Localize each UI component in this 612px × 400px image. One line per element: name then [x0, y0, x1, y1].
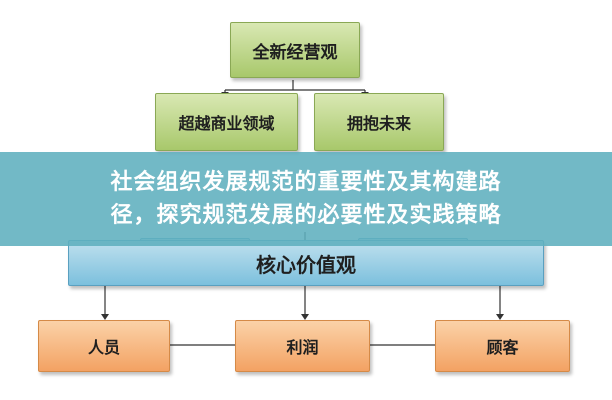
title-banner: 社会组织发展规范的重要性及其构建路 径，探究规范发展的必要性及实践策略 — [0, 152, 612, 246]
banner-title: 社会组织发展规范的重要性及其构建路 径，探究规范发展的必要性及实践策略 — [26, 166, 586, 232]
node-customer-label: 顾客 — [486, 338, 519, 357]
banner-line-1: 社会组织发展规范的重要性及其构建路 — [110, 170, 502, 195]
node-middle-left-label: 超越商业领域 — [178, 114, 275, 133]
node-top-label: 全新经营观 — [252, 42, 338, 63]
node-top: 全新经营观 — [230, 22, 360, 78]
node-customer: 顾客 — [435, 320, 570, 372]
node-core-label: 核心价值观 — [256, 252, 356, 277]
node-people: 人员 — [38, 320, 170, 372]
node-middle-right-label: 拥抱未来 — [346, 114, 411, 133]
node-people-label: 人员 — [87, 338, 120, 357]
node-core: 核心价值观 — [68, 240, 544, 286]
node-middle-left: 超越商业领域 — [155, 93, 298, 151]
node-middle-right: 拥抱未来 — [314, 93, 444, 151]
banner-line-2: 径，探究规范发展的必要性及实践策略 — [110, 203, 502, 228]
node-profit: 利润 — [235, 320, 370, 372]
node-profit-label: 利润 — [286, 338, 319, 357]
